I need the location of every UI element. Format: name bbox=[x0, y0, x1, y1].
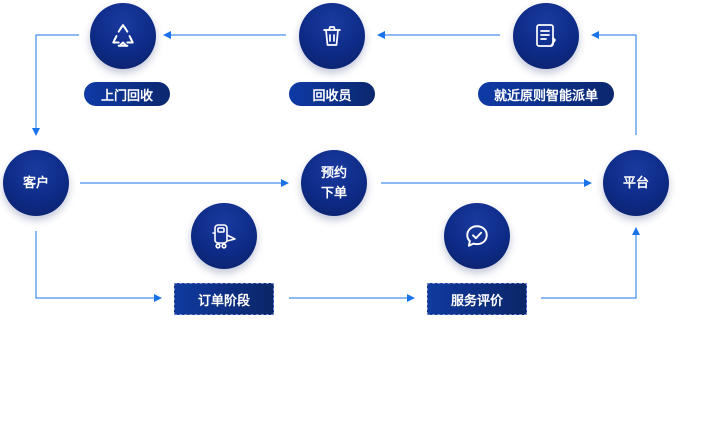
service-review-node bbox=[444, 203, 510, 269]
order-label-line2: 下单 bbox=[320, 185, 347, 200]
arrow-review-to-platform bbox=[541, 227, 640, 299]
order-label-line1: 预约 bbox=[320, 165, 347, 180]
arrow-customer-to-order-stage bbox=[35, 231, 162, 302]
recycler-node bbox=[299, 3, 365, 69]
arrow-platform-to-dispatch bbox=[591, 31, 637, 135]
trash-bin-icon bbox=[323, 26, 341, 46]
order-stage-node bbox=[191, 203, 257, 269]
recycle-icon bbox=[112, 24, 134, 47]
platform-node: 平台 bbox=[603, 150, 669, 216]
customer-node: 客户 bbox=[3, 150, 69, 216]
recycle-node bbox=[90, 3, 156, 69]
chat-check-icon bbox=[466, 225, 488, 247]
order-node: 预约 下单 bbox=[301, 150, 367, 216]
platform-label: 平台 bbox=[622, 175, 649, 190]
recycler-label: 回收员 bbox=[289, 82, 375, 106]
order-stage-label: 订单阶段 bbox=[174, 283, 274, 315]
service-review-label: 服务评价 bbox=[427, 283, 527, 315]
arrow-recycle-to-customer bbox=[32, 34, 79, 136]
dispatch-node bbox=[513, 3, 579, 69]
recycle-label: 上门回收 bbox=[84, 82, 170, 106]
delivery-robot-icon bbox=[212, 224, 236, 249]
customer-label: 客户 bbox=[22, 175, 49, 190]
dispatch-label: 就近原则智能派单 bbox=[478, 82, 614, 106]
clipboard-icon bbox=[536, 24, 556, 47]
